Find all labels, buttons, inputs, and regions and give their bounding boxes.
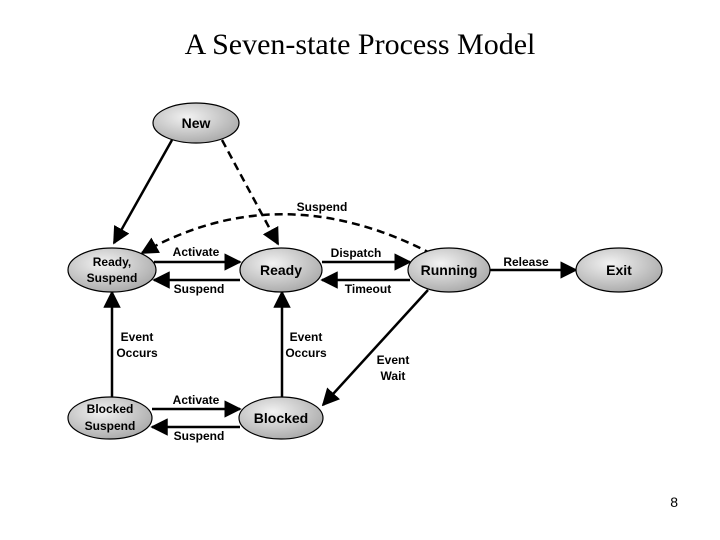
edge-new-to-ready <box>220 139 280 246</box>
label-activate-top: Activate <box>173 245 220 259</box>
state-blocked: Blocked <box>238 396 324 440</box>
label-dispatch: Dispatch <box>331 246 382 260</box>
edge-event-wait <box>321 289 429 407</box>
label-event-occurs-left-2: Occurs <box>116 346 158 360</box>
page-number: 8 <box>670 494 678 510</box>
state-ready: Ready <box>239 247 323 293</box>
state-ready-suspend: Ready, Suspend <box>67 247 157 293</box>
svg-text:Suspend: Suspend <box>87 271 138 285</box>
svg-text:Ready,: Ready, <box>93 255 131 269</box>
label-activate-bottom: Activate <box>173 393 220 407</box>
svg-text:Ready: Ready <box>260 262 302 278</box>
label-event-occurs-left-1: Event <box>121 330 154 344</box>
state-running: Running <box>407 247 491 293</box>
label-event-occurs-mid-2: Occurs <box>285 346 327 360</box>
svg-text:Running: Running <box>421 262 478 278</box>
edge-new-to-ready-suspend <box>112 139 174 245</box>
svg-text:Blocked: Blocked <box>254 410 308 426</box>
label-release: Release <box>503 255 549 269</box>
label-event-wait-1: Event <box>377 353 410 367</box>
label-timeout: Timeout <box>345 282 391 296</box>
svg-text:New: New <box>182 115 211 131</box>
state-exit: Exit <box>575 247 663 293</box>
svg-text:Blocked: Blocked <box>87 402 134 416</box>
label-event-occurs-mid-1: Event <box>290 330 323 344</box>
svg-text:Suspend: Suspend <box>85 419 136 433</box>
edge-running-to-ready-suspend <box>140 213 433 256</box>
state-new: New <box>152 102 240 144</box>
label-event-wait-2: Wait <box>381 369 406 383</box>
label-suspend-top: Suspend <box>297 200 348 214</box>
slide-title: A Seven-state Process Model <box>184 28 536 61</box>
label-suspend-bottom: Suspend <box>174 429 225 443</box>
svg-text:Exit: Exit <box>606 262 632 278</box>
label-suspend-mid: Suspend <box>174 282 225 296</box>
state-blocked-suspend: Blocked Suspend <box>67 396 153 440</box>
